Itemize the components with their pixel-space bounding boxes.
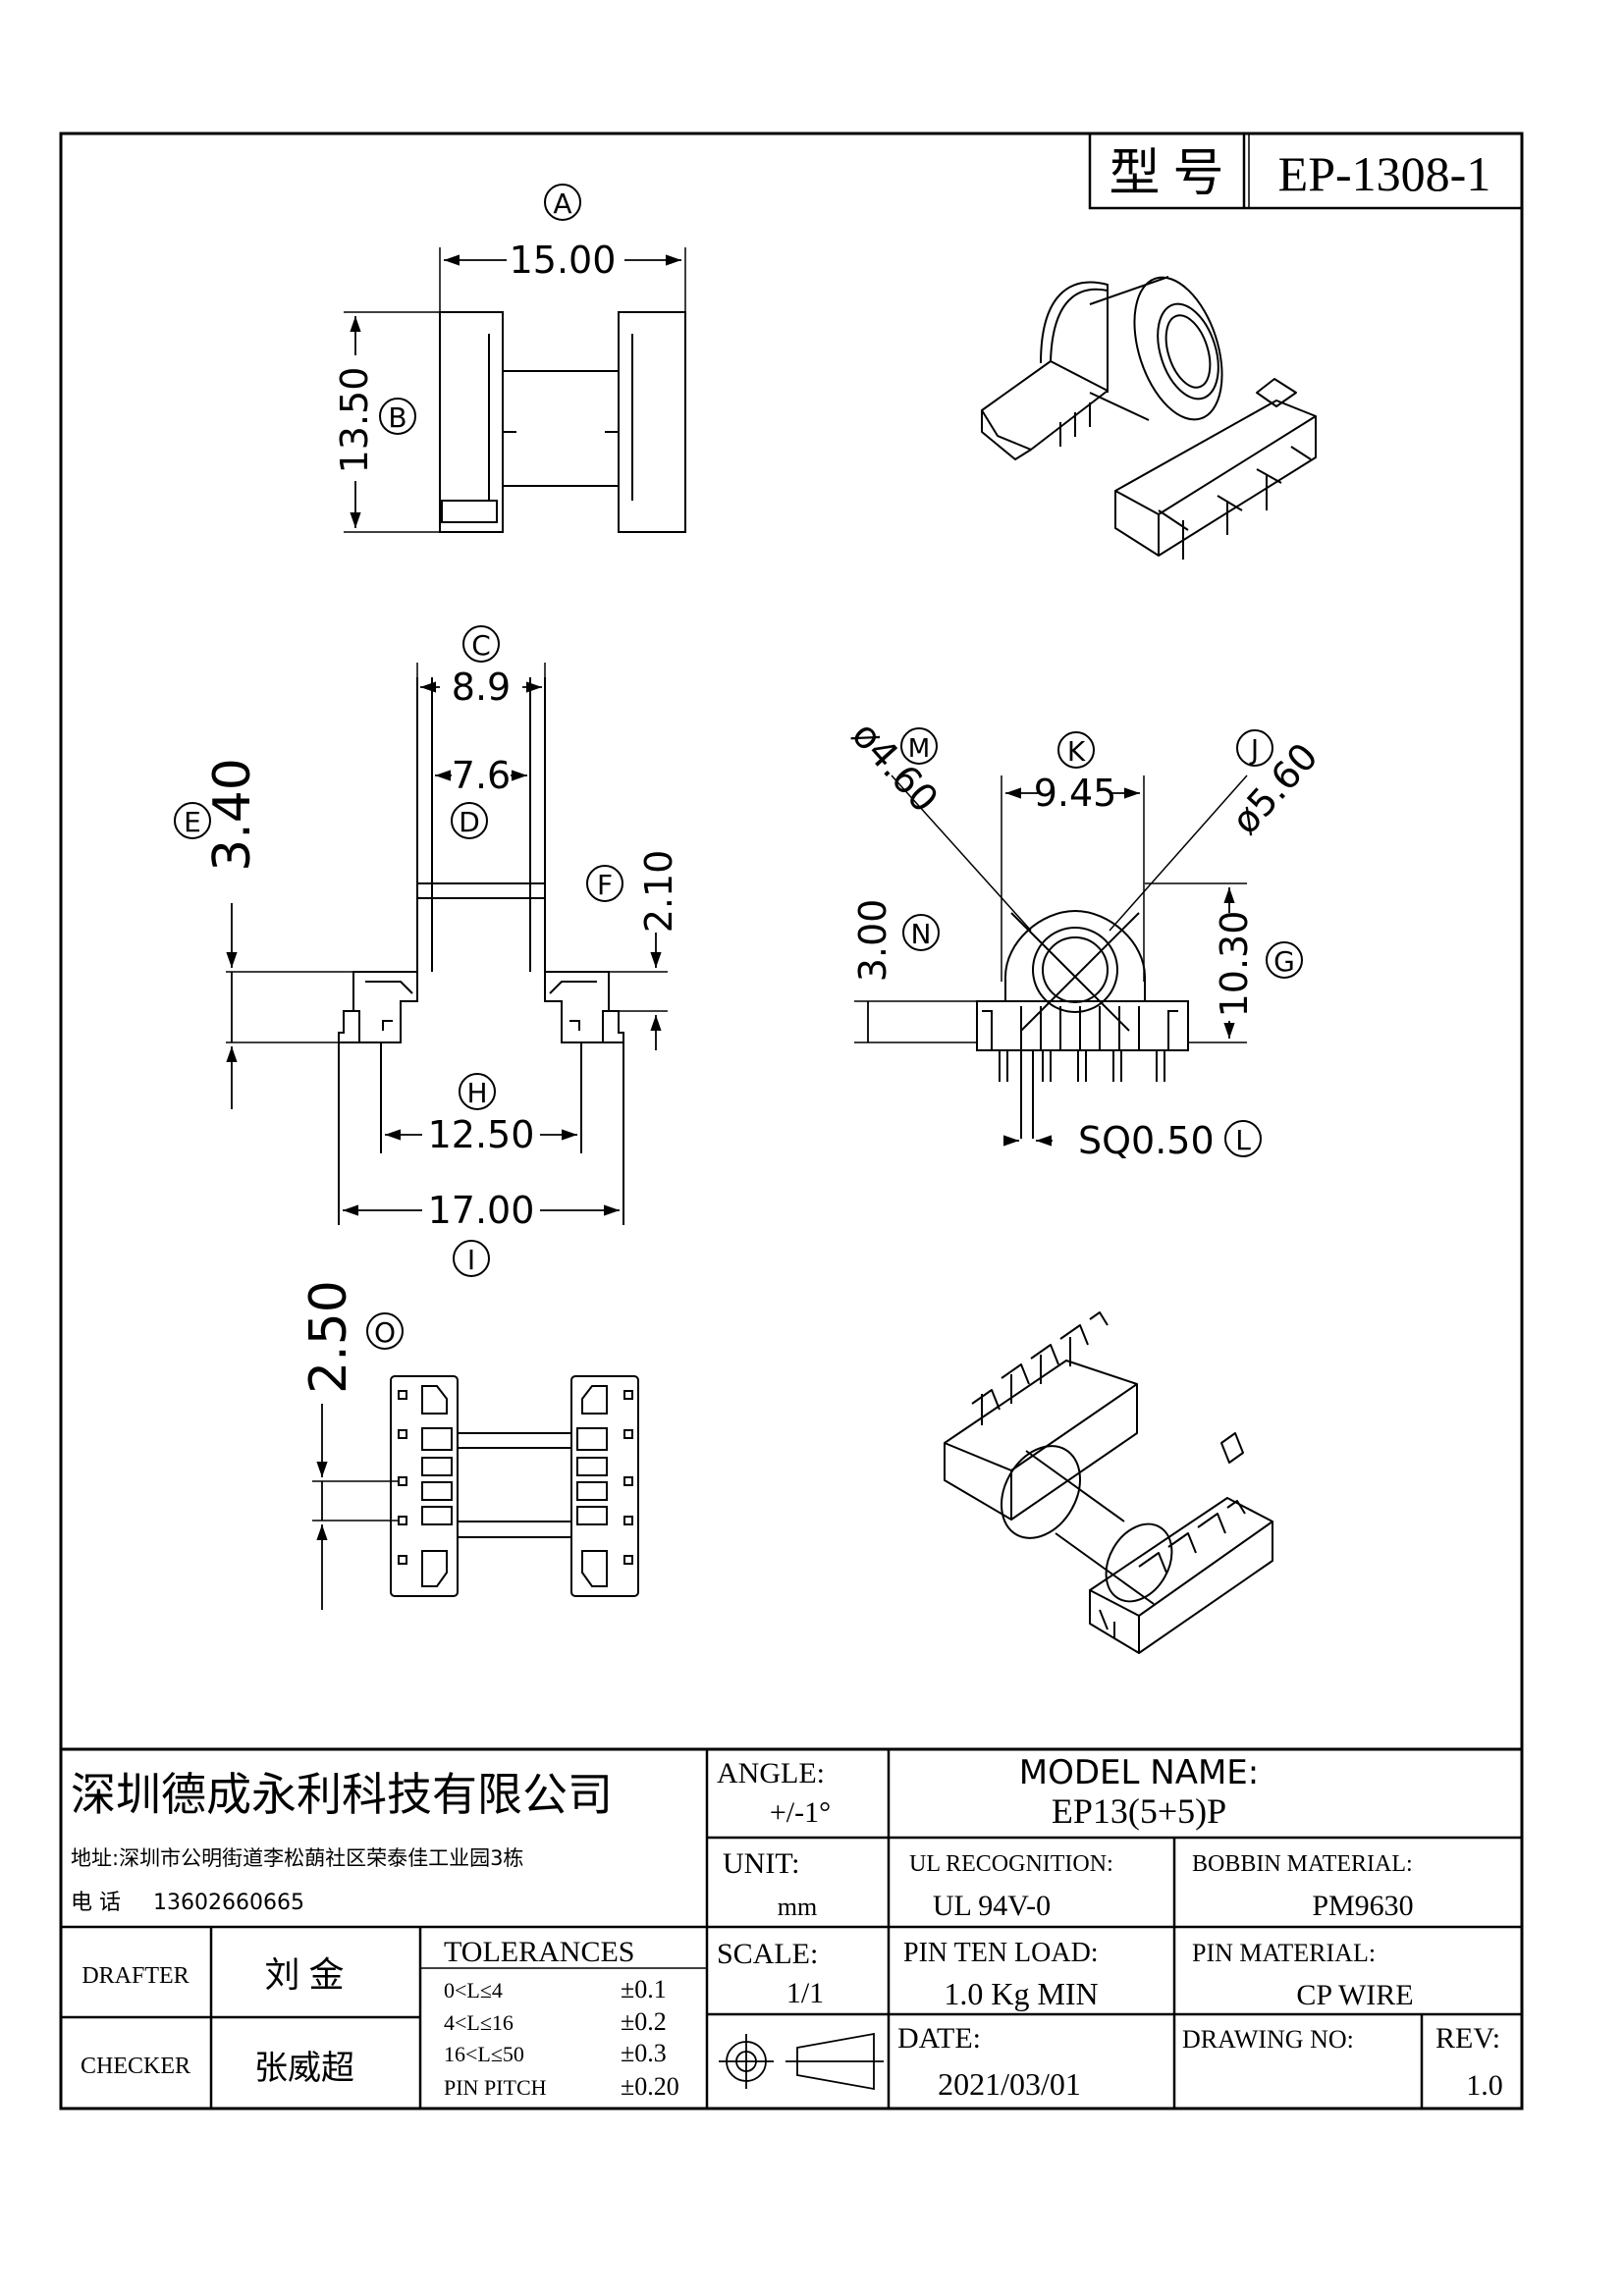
isometric-view-1 — [981, 276, 1317, 560]
dim-H: 12.50 H — [385, 1073, 577, 1156]
dim-J: ø5.60 J — [1223, 729, 1326, 843]
dim-A-value: 15.00 — [510, 239, 617, 282]
dim-M-label: M — [908, 734, 930, 764]
company-address: 地址:深圳市公明街道李松蓢社区荣泰佳工业园3栋 — [71, 1846, 523, 1870]
dim-N-label: N — [911, 918, 932, 950]
dim-O-label: O — [374, 1316, 396, 1349]
dim-G-label: G — [1273, 945, 1295, 978]
tol-value-2: ±0.2 — [621, 2007, 667, 2036]
angle-label: ANGLE: — [717, 1757, 825, 1789]
phone-number: 13602660665 — [153, 1891, 304, 1915]
checker-label: CHECKER — [81, 2054, 190, 2079]
dim-C: 8.9 C — [420, 625, 542, 709]
dim-H-value: 12.50 — [428, 1113, 535, 1156]
ul-label: UL RECOGNITION: — [909, 1851, 1113, 1877]
dim-K-value: 9.45 — [1034, 772, 1117, 815]
model-value: EP-1308-1 — [1278, 146, 1491, 201]
dim-L: SQ0.50 L — [1002, 1119, 1262, 1162]
drawing-border — [59, 132, 1524, 2110]
tol-range-3: 16<L≤50 — [444, 2042, 524, 2066]
rev-label: REV: — [1435, 2022, 1500, 2055]
dim-J-label: J — [1249, 733, 1259, 766]
model-label: 型 号 — [1109, 146, 1223, 202]
dim-I-value: 17.00 — [428, 1189, 535, 1232]
angle-value: +/-1° — [770, 1796, 831, 1829]
dim-A-label: A — [553, 187, 571, 220]
checker-value: 张威超 — [254, 2050, 354, 2087]
side-view — [854, 774, 1248, 1139]
dim-I-label: I — [467, 1244, 475, 1276]
pin-material-value: CP WIRE — [1296, 1979, 1413, 2011]
pin-load-label: PIN TEN LOAD: — [903, 1938, 1099, 1968]
pin-load-value: 1.0 Kg MIN — [944, 1976, 1098, 2011]
tol-range-2: 4<L≤16 — [444, 2010, 514, 2035]
bottom-view — [312, 1375, 639, 1597]
unit-value: mm — [778, 1893, 817, 1921]
dim-N-value: 3.00 — [851, 899, 894, 983]
dim-E: 3.40 E — [174, 758, 262, 1109]
isometric-view-2 — [944, 1311, 1273, 1654]
dim-D-label: D — [459, 806, 480, 838]
rev-value: 1.0 — [1466, 2069, 1503, 2102]
model-name-label: MODEL NAME: — [1019, 1753, 1259, 1792]
dim-A: 15.00 A — [444, 184, 681, 282]
dim-D: 7.6 D — [435, 754, 527, 839]
bobbin-label: BOBBIN MATERIAL: — [1192, 1851, 1413, 1877]
top-view — [344, 247, 686, 533]
date-value: 2021/03/01 — [938, 2066, 1081, 2102]
model-header: 型 号 EP-1308-1 — [1088, 132, 1524, 210]
dim-O-value: 2.50 — [299, 1280, 358, 1394]
scale-label: SCALE: — [717, 1938, 818, 1970]
projection-symbol — [719, 2032, 884, 2091]
ul-value: UL 94V-0 — [933, 1890, 1051, 1922]
phone-label: 电 话 — [71, 1891, 121, 1915]
bobbin-value: PM9630 — [1312, 1890, 1413, 1922]
dim-E-label: E — [184, 806, 201, 838]
drafter-label: DRAFTER — [81, 1963, 189, 1989]
dim-F: 2.10 F — [586, 850, 680, 1050]
dim-L-label: L — [1235, 1124, 1251, 1156]
dim-M-value: ø4.60 — [843, 714, 947, 822]
tol-range-1: 0<L≤4 — [444, 1978, 503, 2002]
dim-G-value: 10.30 — [1213, 911, 1256, 1018]
dim-M: ø4.60 M — [843, 714, 947, 822]
dim-C-label: C — [471, 629, 491, 662]
title-block — [61, 1747, 1522, 2109]
dim-B-label: B — [388, 401, 406, 434]
dim-N: 3.00 N — [851, 899, 940, 1042]
tol-value-4: ±0.20 — [621, 2072, 679, 2101]
tol-range-4: PIN PITCH — [444, 2075, 547, 2100]
front-view — [226, 663, 668, 1225]
dim-K-label: K — [1067, 735, 1086, 768]
tol-value-3: ±0.3 — [621, 2039, 667, 2067]
tol-value-1: ±0.1 — [621, 1975, 667, 2003]
model-name-value: EP13(5+5)P — [1052, 1791, 1226, 1831]
drafter-value: 刘 金 — [264, 1955, 344, 1995]
dim-G: 10.30 G — [1213, 887, 1303, 1039]
dim-C-value: 8.9 — [452, 666, 511, 709]
dim-B-value: 13.50 — [333, 367, 376, 474]
drawing-no-label: DRAWING NO: — [1182, 2025, 1354, 2054]
company-name: 深圳德成永利科技有限公司 — [71, 1770, 613, 1820]
dim-L-value: SQ0.50 — [1078, 1119, 1215, 1162]
dim-O: 2.50 O — [299, 1280, 404, 1610]
unit-label: UNIT: — [723, 1847, 800, 1880]
pin-material-label: PIN MATERIAL: — [1192, 1939, 1376, 1967]
dim-E-value: 3.40 — [203, 758, 262, 872]
dim-K: 9.45 K — [1005, 731, 1140, 815]
dim-F-value: 2.10 — [637, 850, 680, 934]
dim-J-value: ø5.60 — [1223, 735, 1326, 843]
date-label: DATE: — [897, 2022, 981, 2055]
dim-B: 13.50 B — [333, 316, 416, 528]
dim-I: 17.00 I — [343, 1189, 620, 1277]
tolerances-label: TOLERANCES — [444, 1936, 634, 1968]
dim-F-label: F — [597, 869, 613, 901]
dim-H-label: H — [466, 1077, 487, 1109]
dim-D-value: 7.6 — [452, 754, 511, 797]
scale-value: 1/1 — [786, 1977, 824, 2009]
